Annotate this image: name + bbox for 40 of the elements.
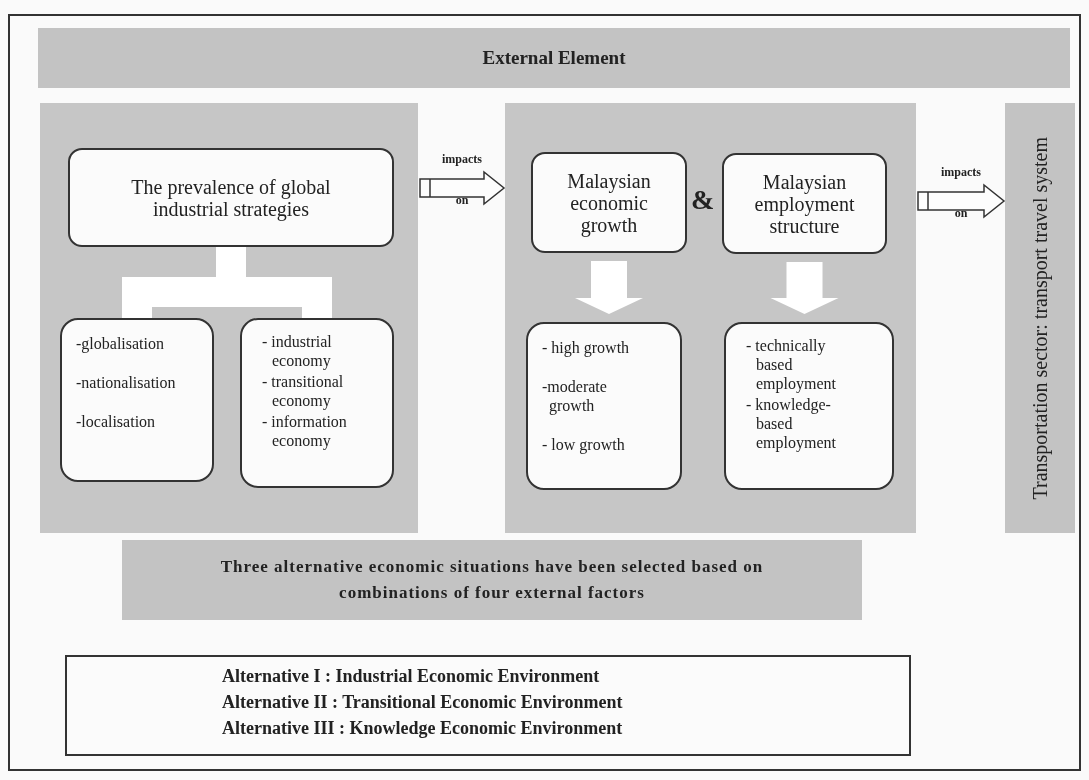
alternative-line: Alternative II : Transitional Economic Environment — [222, 691, 624, 714]
panel-background — [40, 103, 418, 533]
vertical-band — [1005, 103, 1075, 533]
box-title: The prevalence of global industrial strategies — [130, 175, 332, 220]
header-band — [38, 28, 1070, 88]
alternative-line: Alternative I : Industrial Economic Environment — [222, 665, 601, 688]
band-label: Transportation sector: transport travel system — [1028, 136, 1052, 500]
list-item: - industrial economy — [262, 332, 333, 370]
list-item: - low growth — [542, 435, 626, 454]
summary-text: Three alternative economic situations have been selected based on combinations of four external factors — [219, 556, 765, 604]
alternative-line: Alternative III : Knowledge Economic Environment — [222, 717, 624, 740]
rounded-box — [240, 318, 394, 488]
list-item: -globalisation — [76, 334, 165, 353]
list-item: - technically based employment — [746, 336, 837, 393]
header-text: External Element — [482, 47, 626, 69]
edge-label: impacts on — [940, 165, 982, 220]
list-item: -nationalisation — [76, 373, 177, 392]
block-arrow — [770, 262, 839, 314]
rounded-box — [60, 318, 214, 482]
box-title: Malaysian employment structure — [753, 170, 856, 237]
rounded-box — [724, 322, 894, 490]
rounded-box — [722, 153, 887, 254]
ampersand-label: & — [691, 186, 715, 214]
block-arrow — [419, 170, 506, 206]
list-item: - information economy — [262, 412, 348, 450]
summary-band — [122, 540, 862, 620]
block-arrow — [575, 261, 643, 314]
edge-label: impacts on — [441, 152, 483, 207]
list-item: -localisation — [76, 412, 157, 431]
rounded-box — [526, 322, 682, 490]
list-item: - transitional economy — [262, 372, 345, 410]
rounded-box — [68, 148, 394, 247]
block-arrow — [917, 183, 1006, 219]
panel-background — [505, 103, 916, 533]
alternatives-box — [65, 655, 911, 756]
rounded-box — [531, 152, 687, 253]
box-title: Malaysian economic growth — [566, 169, 652, 236]
list-item: - knowledge-based employment — [746, 395, 837, 452]
list-item: - high growth — [542, 338, 631, 357]
list-item: -moderate growth — [542, 377, 608, 415]
